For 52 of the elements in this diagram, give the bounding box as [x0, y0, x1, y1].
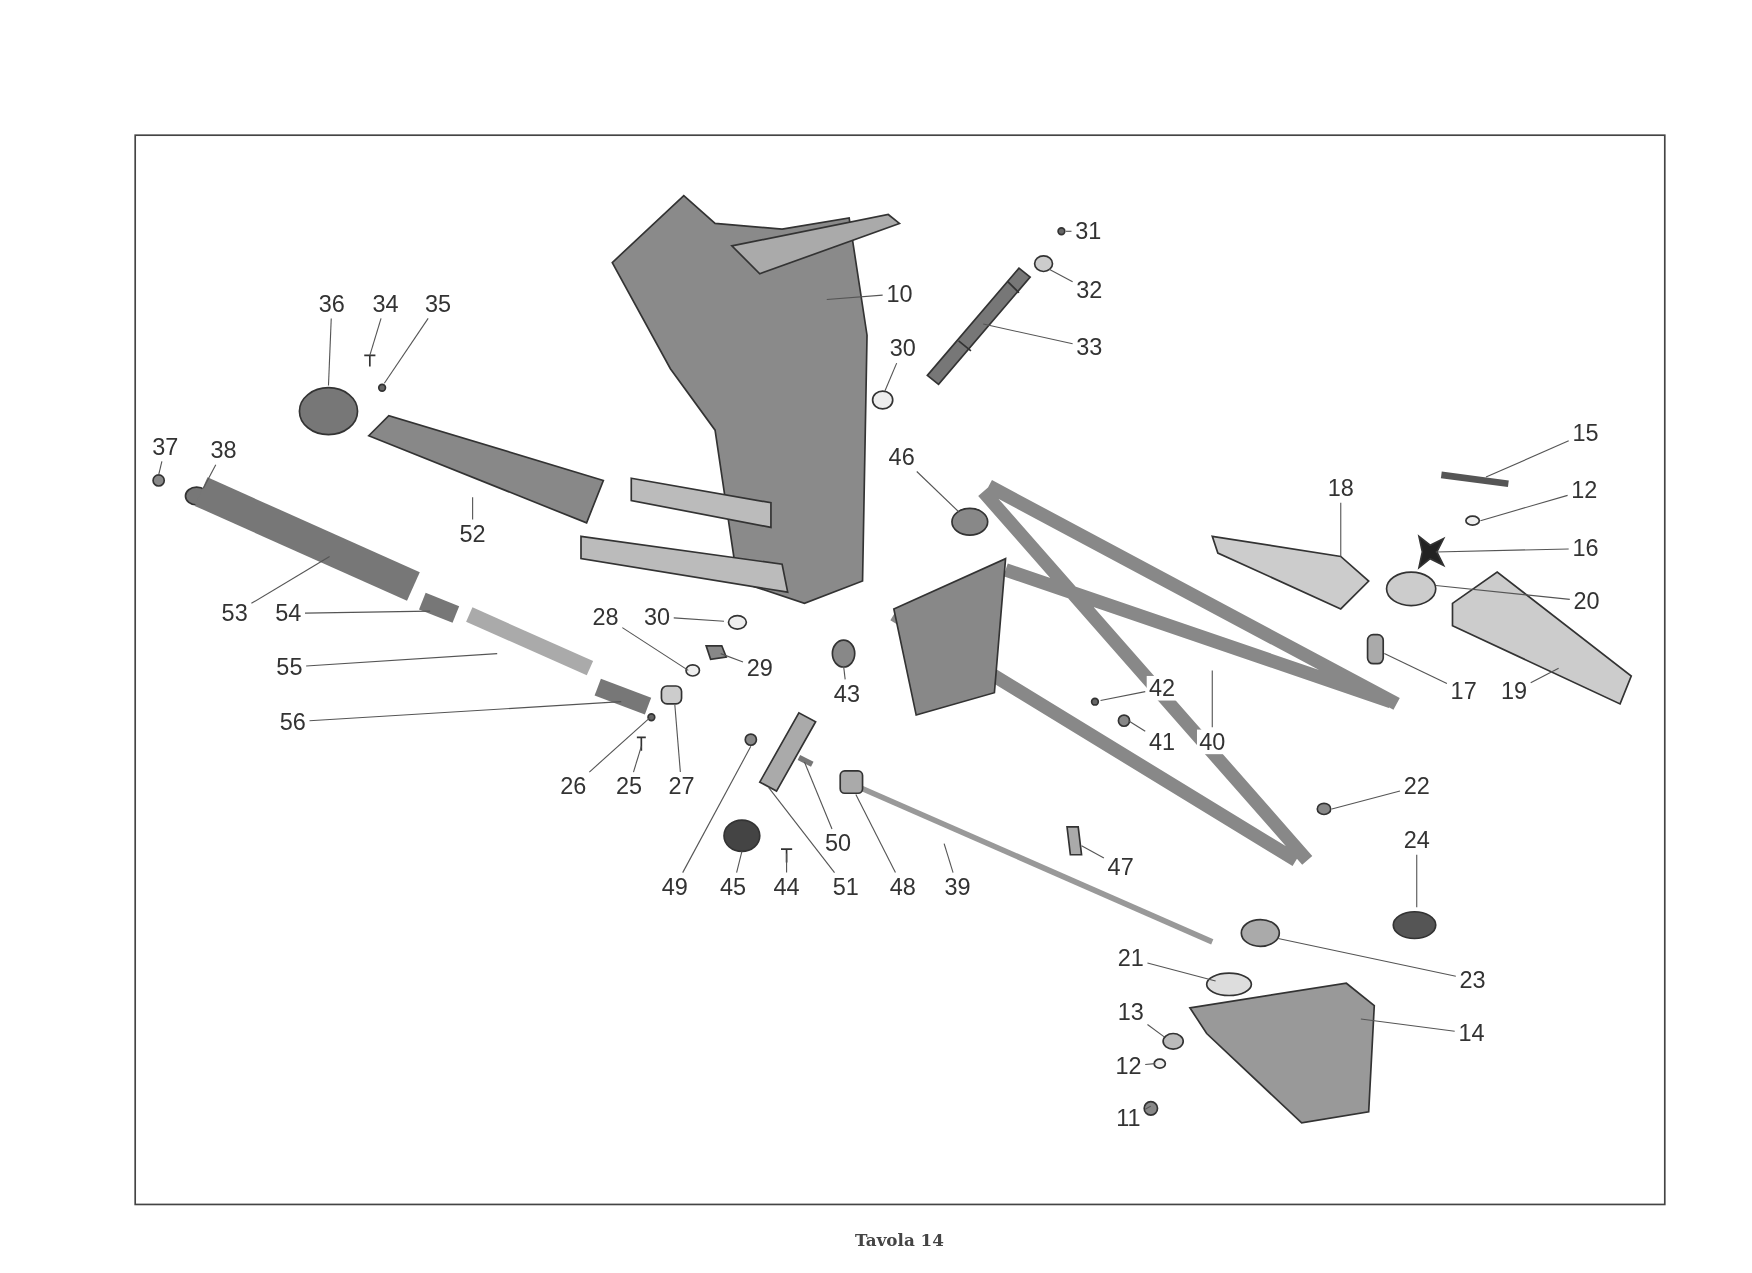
leader-line — [855, 793, 896, 874]
leader-line — [1144, 1063, 1156, 1066]
callout-number: 42 — [1146, 675, 1178, 701]
leader-line — [1127, 720, 1146, 732]
leader-line — [682, 745, 752, 874]
leader-line — [1435, 548, 1570, 553]
leader-line — [1383, 653, 1448, 685]
leader-line — [1081, 845, 1105, 859]
leader-line — [1146, 962, 1217, 982]
leader-line — [1065, 230, 1073, 232]
leader-line — [1277, 937, 1457, 977]
leader-line — [1211, 669, 1213, 728]
leader-line — [674, 704, 681, 773]
leader-line — [304, 610, 431, 614]
leader-line — [1485, 440, 1570, 478]
leader-line — [472, 496, 474, 521]
leader-line — [916, 470, 960, 513]
leader-line — [1530, 667, 1560, 684]
leader-line — [202, 464, 217, 489]
caption: Tavola 14 — [854, 1230, 944, 1251]
leader-line — [1144, 1105, 1152, 1110]
leader-line — [1048, 268, 1074, 283]
leader-line — [158, 460, 163, 476]
leader-line — [250, 555, 331, 604]
leader-line — [1331, 790, 1401, 810]
callout-number: 40 — [1197, 729, 1228, 755]
leader-line — [736, 850, 743, 874]
leader-line — [383, 317, 429, 384]
leader-line — [803, 761, 833, 830]
leader-line — [843, 665, 846, 680]
leader-line — [305, 653, 498, 667]
leader-line — [884, 362, 898, 392]
leader-line — [826, 294, 884, 300]
leader-line — [943, 843, 954, 874]
leader-line — [673, 617, 725, 622]
leader-line — [1435, 584, 1571, 600]
leader-line — [982, 323, 1074, 345]
leader-line — [1146, 1024, 1165, 1038]
leader-line — [327, 317, 332, 387]
leader-line — [768, 787, 836, 874]
leader-line — [1360, 1018, 1456, 1032]
leader-line — [369, 317, 382, 356]
leader-line — [308, 701, 622, 722]
leader-line — [621, 627, 689, 671]
leader-line — [632, 745, 642, 773]
leader-line — [720, 653, 744, 663]
leader-line — [1100, 691, 1146, 702]
leader-line — [1416, 854, 1418, 908]
leader-line — [588, 716, 651, 773]
leader-line — [786, 853, 788, 874]
leader-line — [1340, 502, 1342, 557]
leader-line — [1479, 494, 1569, 522]
